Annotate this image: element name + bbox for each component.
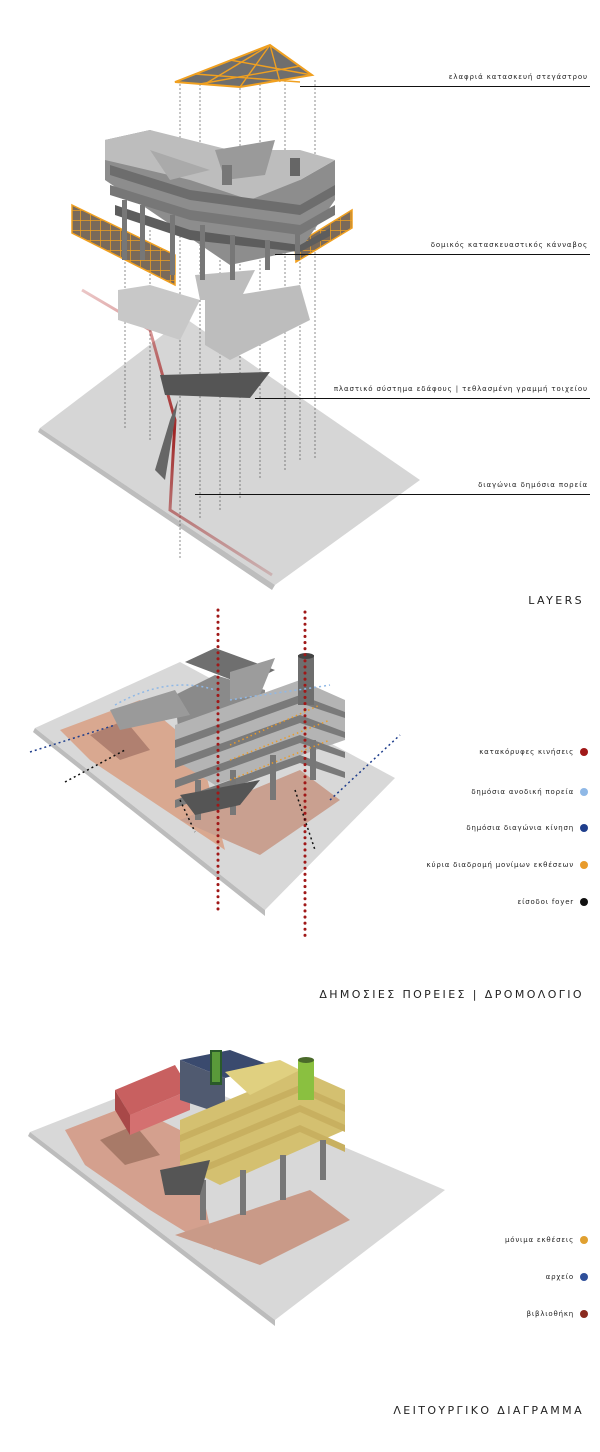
canopy-leader (300, 86, 590, 87)
legend-label: αρχείο (545, 1273, 574, 1281)
legend-dot (580, 1310, 588, 1318)
legend-dot (580, 748, 588, 756)
functional-axonometric-drawing (28, 1050, 445, 1326)
legend-dot (580, 824, 588, 832)
legend-dot (580, 861, 588, 869)
legend-permanent-exhibitions: μόνιμα εκθέσεις (505, 1236, 588, 1244)
public-ascending-route (114, 684, 331, 706)
legend-exhibition-route: κύρια διαδρομή μονίμων εκθέσεων (427, 861, 588, 869)
ground-plate (40, 318, 420, 585)
legend-label: είσοδοι foyer (517, 898, 574, 906)
legend-label: δημόσια ανοδική πορεία (471, 788, 574, 796)
legend-archive: αρχείο (546, 1273, 588, 1281)
exploded-axonometric-drawing (38, 43, 420, 590)
permanent-exhibition-route (229, 704, 331, 781)
functional-title: ΛΕΙΤΟΥΡΓΙΚΟ ΔΙΑΓΡΑΜΜΑ (393, 1404, 584, 1417)
structural-grid (105, 130, 335, 280)
routes-panel: κατακόρυφες κινήσεις δημόσια ανοδική πορ… (0, 600, 600, 1020)
legend-foyer-entrances: είσοδοι foyer (517, 898, 588, 906)
layers-title: LAYERS (528, 594, 584, 607)
legend-label: δημόσια διαγώνια κίνηση (466, 824, 574, 832)
legend-dot (580, 1273, 588, 1281)
route-leader (195, 494, 590, 495)
diagonal-route-label: διαγώνια δημόσια πορεία (478, 481, 588, 489)
layers-panel: ελαφριά κατασκευή στεγάστρου δομικός κατ… (0, 0, 600, 607)
public-diagonal-movement (29, 724, 401, 801)
canopy-label: ελαφριά κατασκευή στεγάστρου (448, 73, 588, 81)
ground-system-label: πλαστικό σύστημα εδάφους | τεθλασμένη γρ… (333, 385, 588, 393)
foyer-entrances (64, 749, 316, 851)
legend-label: κύρια διαδρομή μονίμων εκθέσεων (426, 861, 574, 869)
structural-grid-label: δομικός κατασκευαστικός κάνναβος (430, 241, 588, 249)
ground-plastic-system (118, 285, 200, 340)
legend-dot (580, 898, 588, 906)
museum-building (110, 648, 345, 820)
routes-title: ΔΗΜΟΣΙΕΣ ΠΟΡΕΙΕΣ | ΔΡΟΜΟΛΟΓΙΟ (319, 988, 584, 1001)
legend-vertical-movement: κατακόρυφες κινήσεις (479, 748, 588, 756)
grid-leader (275, 254, 590, 255)
legend-label: μόνιμα εκθέσεις (505, 1236, 574, 1244)
routes-axonometric-drawing (29, 608, 401, 942)
legend-label: κατακόρυφες κινήσεις (479, 748, 574, 756)
vertical-movement-lines (216, 608, 307, 942)
legend-label: βιβλιοθήκη (526, 1310, 574, 1318)
functional-panel: μόνιμα εκθέσεις αρχείο βιβλιοθήκη ΛΕΙΤΟΥ… (0, 1020, 600, 1452)
legend-dot (580, 1236, 588, 1244)
permanent-exhibitions-volume (180, 1057, 345, 1220)
light-canopy (174, 43, 315, 89)
ground-leader (255, 398, 590, 399)
legend-dot (580, 788, 588, 796)
library-volume (115, 1065, 190, 1135)
legend-public-ascending: δημόσια ανοδική πορεία (471, 788, 588, 796)
legend-public-diagonal: δημόσια διαγώνια κίνηση (466, 824, 588, 832)
folded-wall (160, 372, 270, 398)
legend-library: βιβλιοθήκη (527, 1310, 588, 1318)
